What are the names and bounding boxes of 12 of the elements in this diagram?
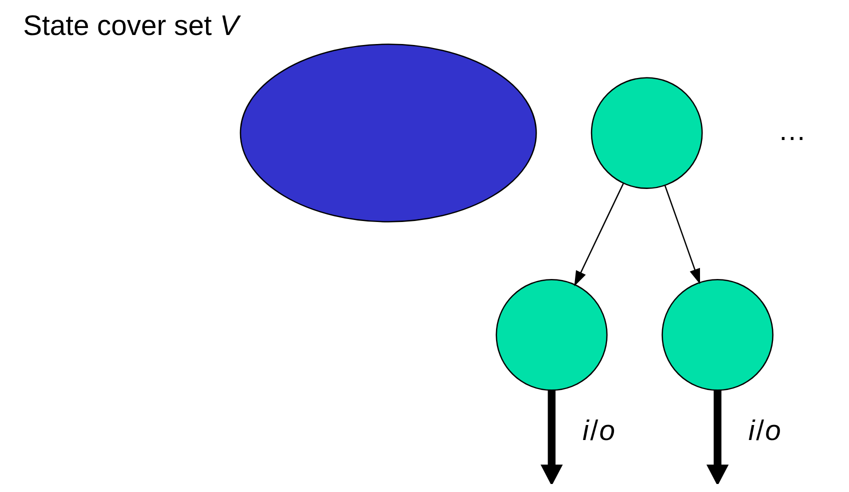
edge-label: i/o bbox=[748, 414, 780, 446]
node-circle bbox=[495, 278, 608, 391]
node-circle bbox=[590, 77, 702, 189]
node-cloud bbox=[239, 44, 536, 222]
arrow bbox=[540, 390, 562, 484]
node-label: State cover set V bbox=[22, 8, 238, 41]
arrow bbox=[706, 390, 728, 484]
label: … bbox=[777, 114, 806, 146]
edge-label: i/o bbox=[582, 414, 614, 446]
arrow bbox=[574, 183, 624, 286]
arrow bbox=[664, 185, 700, 284]
node-circle bbox=[661, 278, 773, 391]
